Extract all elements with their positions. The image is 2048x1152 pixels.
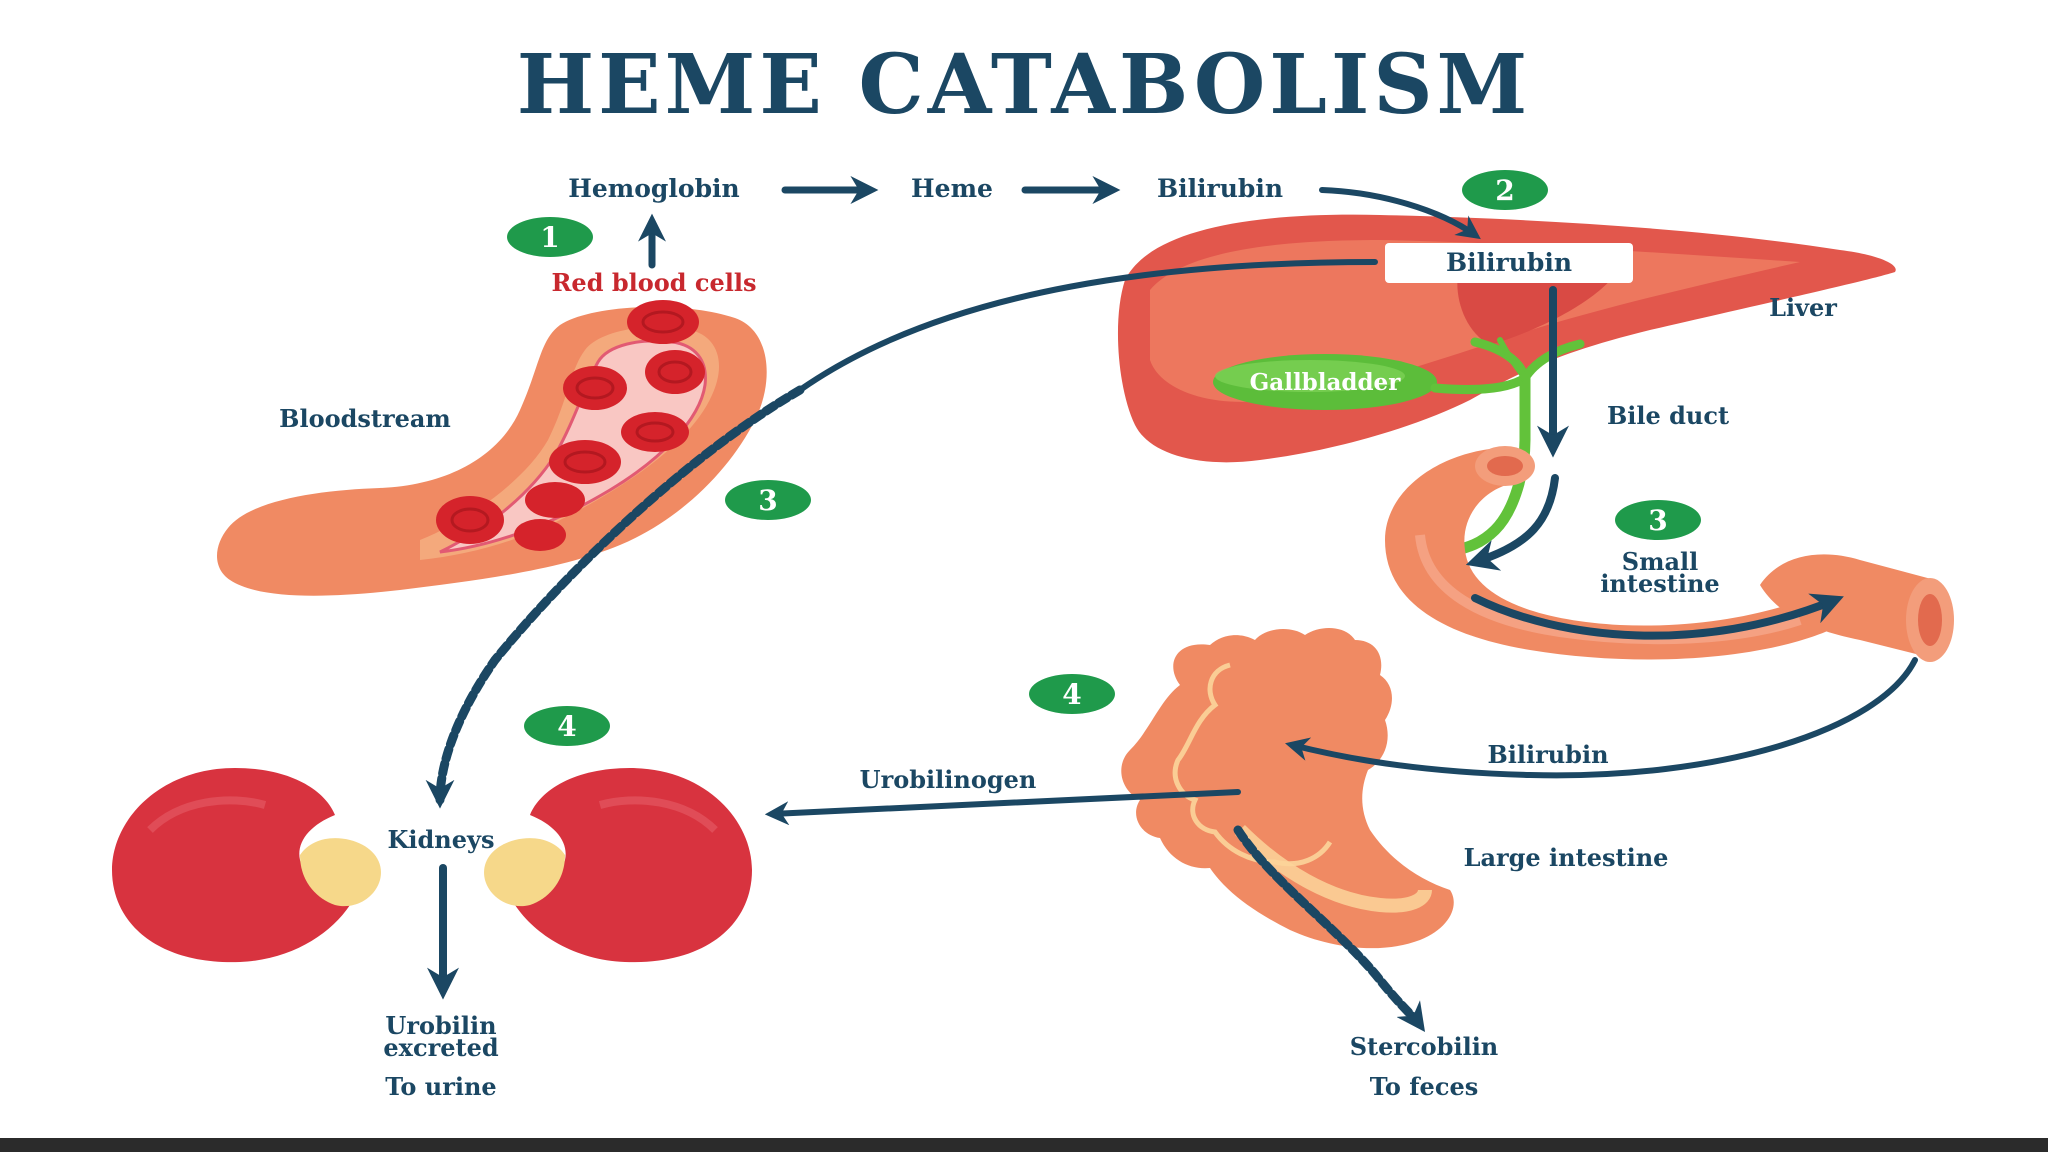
- kidneys-label: Kidneys: [388, 825, 495, 854]
- gallbladder-label: Gallbladder: [1250, 369, 1402, 396]
- arrow-bilirubin-to-liver: [1319, 187, 1481, 240]
- page-title: HEME CATABOLISM: [517, 37, 1532, 133]
- liver-label: Liver: [1769, 293, 1837, 322]
- small-intestine-label-2: intestine: [1600, 569, 1719, 598]
- svg-text:4: 4: [1062, 678, 1081, 711]
- blood-vessel-icon: [217, 306, 767, 596]
- arrow-colon-to-feces: [1233, 825, 1426, 1033]
- svg-text:1: 1: [540, 221, 559, 254]
- arrow-colon-to-kidney: [764, 789, 1241, 826]
- svg-text:3: 3: [758, 484, 777, 517]
- to-urine-label: To urine: [385, 1072, 496, 1101]
- flow-arrows: [425, 176, 1918, 1033]
- large-intestine-icon: [1121, 628, 1454, 949]
- kidney-icon-right: [484, 768, 752, 963]
- large-intestine-label: Large intestine: [1464, 843, 1669, 872]
- bilirubin-colon-label: Bilirubin: [1487, 740, 1608, 769]
- svg-text:3: 3: [1648, 504, 1667, 537]
- kidney-icon-left: [112, 768, 381, 963]
- red-blood-cells-label: Red blood cells: [551, 268, 756, 297]
- arrow-liver-to-blood: [797, 259, 1378, 393]
- step-badge-3-intestine: 3: [1615, 500, 1701, 540]
- urobilin-label-1: Urobilin: [385, 1011, 496, 1040]
- stercobilin-label: Stercobilin: [1350, 1032, 1499, 1061]
- bilirubin-top-label: Bilirubin: [1157, 174, 1283, 203]
- arrow-bileduct-to-intestine: [1465, 474, 1559, 571]
- urobilinogen-label: Urobilinogen: [860, 765, 1037, 794]
- small-intestine-label-1: Small: [1622, 547, 1699, 576]
- red-blood-cell-icon: [436, 300, 705, 551]
- to-feces-label: To feces: [1370, 1072, 1478, 1101]
- step-badge-1: 1: [507, 217, 593, 257]
- bilirubin-liver-label: Bilirubin: [1446, 248, 1572, 277]
- heme-label: Heme: [911, 174, 993, 203]
- arrow-blood-to-kidneys: [425, 385, 805, 809]
- bottom-bar: [0, 1138, 2048, 1152]
- small-intestine-icon: [1385, 446, 1954, 662]
- step-badge-3-blood: 3: [725, 480, 811, 520]
- arrow-small-to-large-intestine: [1285, 657, 1918, 779]
- svg-text:4: 4: [557, 710, 576, 743]
- bilirubin-liver-box: [1385, 243, 1633, 283]
- gallbladder-icon: [1213, 354, 1437, 410]
- step-badge-2: 2: [1462, 170, 1548, 210]
- step-badge-4-kidney: 4: [524, 706, 610, 746]
- hemoglobin-label: Hemoglobin: [568, 174, 739, 203]
- svg-text:2: 2: [1495, 174, 1514, 207]
- urobilin-label-2: excreted: [383, 1033, 498, 1062]
- bile-duct-label: Bile duct: [1607, 401, 1729, 430]
- step-badge-4-colon: 4: [1029, 674, 1115, 714]
- arrow-along-small-intestine: [1471, 593, 1844, 640]
- bloodstream-label: Bloodstream: [279, 404, 451, 433]
